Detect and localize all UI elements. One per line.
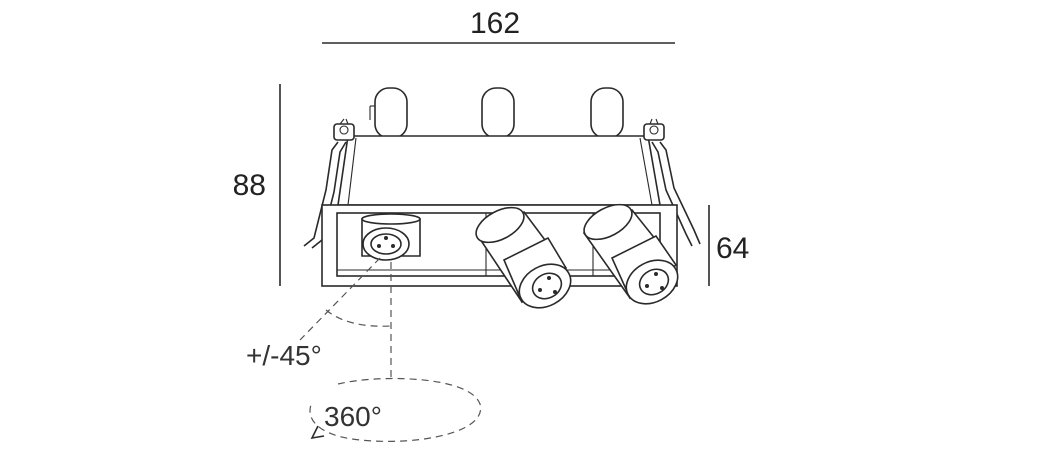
tilt-angle-indicator: +/-45° [246,257,392,378]
mounting-clip-right [643,118,701,247]
spotlight-straight [361,213,421,261]
rotation-indicator: 360° [309,377,482,442]
rotation-ellipse [309,377,482,442]
frame-height-dimension: 64 [708,205,749,286]
housing-trapezoid [337,135,661,206]
top-cylinders [369,87,624,139]
frame-height-label: 64 [716,232,749,265]
width-dimension: 162 [322,7,675,44]
top-cylinder-right [590,87,624,139]
tilt-arc [325,309,392,327]
rotation-arrowhead [310,425,325,440]
spotlight-tilted-center [475,206,572,309]
housing-body [337,135,661,206]
spotlight-tilted-right [582,203,679,305]
top-cylinder-center [481,87,515,139]
total-height-label: 88 [233,169,266,202]
total-height-dimension: 88 [233,84,281,286]
rotation-label: 360° [324,401,382,432]
width-label: 162 [470,7,520,40]
mounting-clip-left [303,118,355,249]
tilt-label: +/-45° [246,340,322,371]
top-cylinder-left [369,87,408,139]
